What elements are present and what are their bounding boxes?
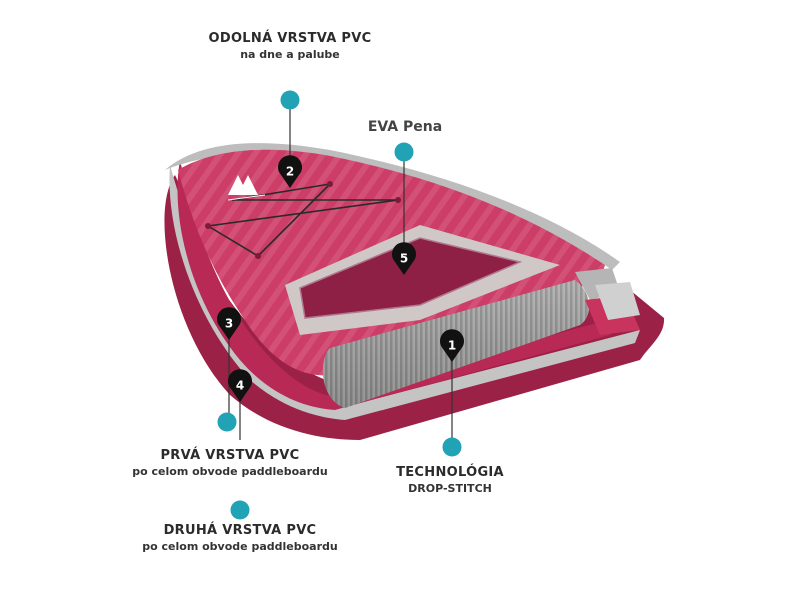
label-second-pvc-title: DRUHÁ VRSTVA PVC	[163, 523, 317, 538]
svg-text:3: 3	[225, 317, 233, 331]
label-first-pvc-sub: po celom obvode paddleboardu	[132, 464, 328, 478]
label-durable-pvc-title: ODOLNÁ VRSTVA PVC	[208, 31, 372, 46]
svg-text:2: 2	[286, 165, 294, 179]
label-durable-pvc-sub: na dne a palube	[240, 47, 340, 61]
label-drop-stitch-title: TECHNOLÓGIA	[396, 465, 504, 480]
label-second-pvc: DRUHÁ VRSTVA PVC po celom obvode paddleb…	[120, 522, 360, 554]
label-first-pvc: PRVÁ VRSTVA PVC po celom obvode paddlebo…	[110, 447, 350, 479]
svg-text:4: 4	[236, 379, 244, 393]
label-first-pvc-title: PRVÁ VRSTVA PVC	[160, 448, 300, 463]
callout-dot-eva	[394, 142, 414, 162]
marker-2: 2	[278, 155, 302, 188]
svg-text:5: 5	[400, 252, 408, 266]
marker-3: 3	[217, 307, 241, 340]
callout-dot-second-pvc	[230, 500, 250, 520]
label-second-pvc-sub: po celom obvode paddleboardu	[142, 539, 338, 553]
label-eva-foam: EVA Pena	[340, 118, 470, 137]
teal-callout-dots	[217, 90, 462, 520]
label-drop-stitch-sub: DROP-STITCH	[408, 481, 492, 495]
label-eva-foam-title: EVA Pena	[367, 119, 443, 135]
brand-logo	[227, 175, 266, 201]
deck-d-rings	[205, 181, 401, 259]
callout-dot-drop-stitch	[442, 437, 462, 457]
marker-5: 5	[392, 242, 416, 275]
label-drop-stitch: TECHNOLÓGIA DROP-STITCH	[380, 464, 520, 496]
layer-end-grey-2	[595, 282, 640, 320]
callout-dot-first-pvc	[217, 412, 237, 432]
marker-1: 1	[440, 329, 464, 362]
svg-text:1: 1	[448, 339, 456, 353]
top-rail-pvc	[165, 143, 620, 270]
marker-4: 4	[228, 369, 252, 402]
label-durable-pvc: ODOLNÁ VRSTVA PVC na dne a palube	[185, 30, 395, 62]
hull-outer-pvc	[164, 175, 665, 440]
callout-dot-pvc-top	[280, 90, 300, 110]
eva-foam-pad	[300, 238, 520, 318]
